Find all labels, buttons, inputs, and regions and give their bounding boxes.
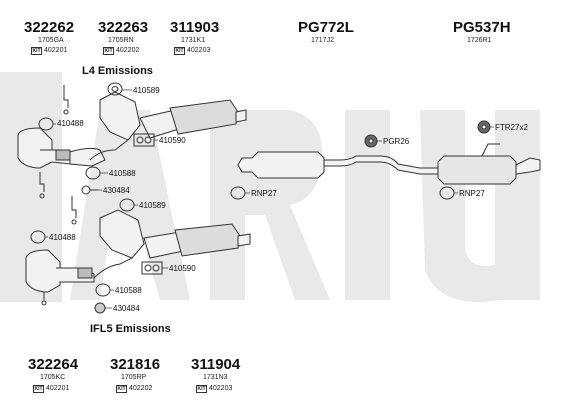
part-code: 1705RP [121,374,147,381]
kit-icon: KIT [33,385,44,393]
part-number: 322263 [98,19,149,36]
label-rnp27-a[interactable]: RNP27 [251,189,277,198]
middle-silencer [237,151,439,179]
label-410590-l4[interactable]: 410590 [159,136,186,145]
label-410590-ifl5[interactable]: 410590 [169,264,196,273]
part-number: 311903 [170,19,220,36]
clamp-ring-icon [107,82,123,96]
ifl5-exhaust-assembly [25,209,251,293]
part-code: 1726R1 [467,37,492,44]
label-410589-ifl5[interactable]: 410589 [139,201,166,210]
part-number: 322264 [28,356,79,373]
label-410588-l4[interactable]: 410588 [109,169,136,178]
l4-emissions-heading: L4 Emissions [82,65,153,77]
label-410488-l4[interactable]: 410488 [57,119,84,128]
part-code: 1717J2 [311,37,334,44]
studs [39,85,77,306]
ifl5-flange [77,267,93,279]
part-code: 1731N3 [203,374,228,381]
part-number: PG772L [298,19,354,36]
kit-icon: KIT [116,385,127,393]
label-ftr27x2[interactable]: FTR27x2 [495,123,528,132]
part-code: 1731K1 [181,37,206,44]
label-410589-l4[interactable]: 410589 [133,86,160,95]
rubber-hanger-icon [477,120,491,134]
part-number: PG537H [453,19,511,36]
part-number: 311904 [191,356,241,373]
label-410488-ifl5[interactable]: 410488 [49,233,76,242]
kit-icon: KIT [196,385,207,393]
part-code: 1705KC [40,374,66,381]
label-rnp27-b[interactable]: RNP27 [459,189,485,198]
part-code: 1705GA [38,37,64,44]
kit-icon: KIT [31,47,42,55]
ifl5-emissions-heading: IFL5 Emissions [90,323,171,335]
rubber-hanger-icon [364,134,378,148]
label-430484-ifl5[interactable]: 430484 [113,304,140,313]
ifl5-cat-converter [25,249,61,293]
kit-icon: KIT [103,47,114,55]
l4-manifold [99,91,141,141]
ifl5-manifold [99,209,145,259]
part-code: 1705RN [108,37,134,44]
l4-flange [55,149,71,161]
rear-silencer [437,143,541,185]
bolt-icon [94,302,106,314]
leader-lines [45,89,494,309]
label-pgr26[interactable]: PGR26 [383,137,410,146]
label-410588-ifl5[interactable]: 410588 [115,286,142,295]
l4-exhaust-assembly [17,91,247,169]
part-number: 321816 [110,356,161,373]
label-430484-l4[interactable]: 430484 [103,186,130,195]
bolt-icon [81,185,98,195]
kit-icon: KIT [174,47,185,55]
part-number: 322262 [24,19,75,36]
